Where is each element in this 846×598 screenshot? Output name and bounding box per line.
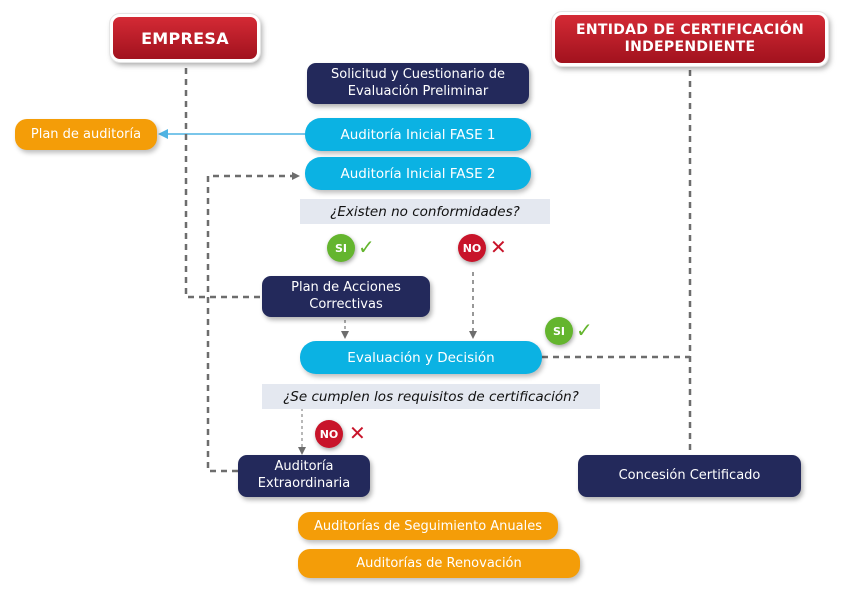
no-badge-2-label: NO (319, 427, 339, 441)
check-icon: ✓ (358, 235, 375, 259)
evaluacion-box: Evaluación y Decisión (300, 341, 542, 374)
evaluacion-label: Evaluación y Decisión (347, 349, 495, 366)
si-badge-2: SI (545, 317, 573, 345)
check-icon: ✓ (576, 318, 593, 342)
fase1-box: Auditoría Inicial FASE 1 (305, 118, 531, 151)
renovacion-label: Auditorías de Renovación (356, 556, 522, 571)
plan-auditoria-box: Plan de auditoría (15, 119, 157, 150)
solicitud-label: Solicitud y Cuestionario de Evaluación P… (331, 66, 505, 99)
concesion-label: Concesión Certificado (618, 467, 761, 483)
no-badge-1-label: NO (462, 241, 482, 255)
fase1-label: Auditoría Inicial FASE 1 (340, 126, 496, 143)
plan-acciones-box: Plan de Acciones Correctivas (262, 276, 430, 317)
si-badge-1-label: SI (334, 241, 347, 255)
empresa-header-label: EMPRESA (141, 28, 229, 48)
renovacion-box: Auditorías de Renovación (298, 549, 580, 578)
no-badge-1: NO (458, 234, 486, 262)
si-badge-2-label: SI (552, 324, 565, 338)
plan-acciones-label: Plan de Acciones Correctivas (291, 279, 401, 312)
si-badge-1: SI (327, 234, 355, 262)
entidad-header-label: ENTIDAD DE CERTIFICACIÓN INDEPENDIENTE (576, 21, 804, 56)
connector-empresa-to-plan-acciones (184, 68, 262, 299)
solicitud-box: Solicitud y Cuestionario de Evaluación P… (307, 63, 529, 104)
question-no-conformidades: ¿Existen no conformidades? (300, 199, 550, 224)
question-no-conformidades-label: ¿Existen no conformidades? (330, 203, 520, 220)
fase2-box: Auditoría Inicial FASE 2 (305, 157, 531, 190)
extraordinaria-label: Auditoría Extraordinaria (257, 459, 351, 491)
extraordinaria-box: Auditoría Extraordinaria (238, 455, 370, 497)
cross-icon: ✕ (349, 421, 366, 445)
empresa-header: EMPRESA (109, 13, 261, 63)
fase2-label: Auditoría Inicial FASE 2 (340, 165, 496, 182)
entidad-header: ENTIDAD DE CERTIFICACIÓN INDEPENDIENTE (551, 11, 829, 67)
cross-icon: ✕ (490, 235, 507, 259)
plan-auditoria-label: Plan de auditoría (30, 127, 142, 142)
seguimiento-box: Auditorías de Seguimiento Anuales (298, 512, 558, 540)
seguimiento-label: Auditorías de Seguimiento Anuales (313, 518, 543, 534)
no-badge-2: NO (315, 420, 343, 448)
question-requisitos: ¿Se cumplen los requisitos de certificac… (262, 384, 600, 409)
concesion-box: Concesión Certificado (578, 455, 801, 497)
connector-extraordinaria-to-fase2 (206, 172, 300, 473)
question-requisitos-label: ¿Se cumplen los requisitos de certificac… (283, 388, 579, 405)
